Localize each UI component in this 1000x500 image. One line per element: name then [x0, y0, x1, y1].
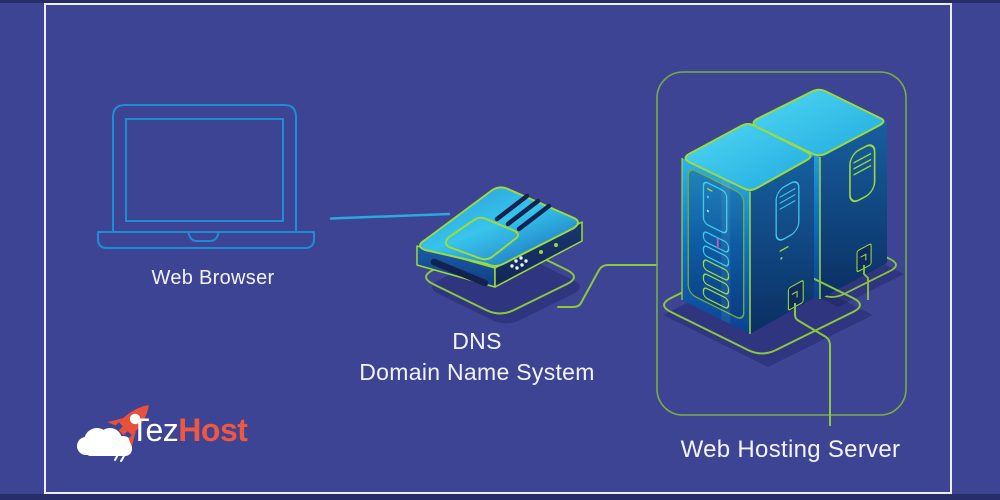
- front-server-tower: [681, 123, 831, 426]
- web-hosting-server-label: Web Hosting Server: [680, 436, 901, 463]
- laptop-base: [97, 231, 315, 249]
- brand-name-second: Host: [178, 412, 248, 448]
- front-left-details: [687, 169, 745, 325]
- dns-status-led: [554, 243, 558, 247]
- dns-disk-slot: [430, 258, 489, 287]
- top-edge-strip: [0, 0, 1000, 3]
- front-top-face: [684, 123, 812, 191]
- cloud-icon: [77, 428, 132, 456]
- frame-border: [44, 3, 952, 494]
- dns-label-line1: DNS: [452, 328, 502, 354]
- dns-status-led: [539, 250, 543, 254]
- laptop-screen: [125, 118, 284, 222]
- dns-led-dots: [510, 256, 528, 270]
- front-right-details: [775, 181, 804, 311]
- dns-label-line2: Domain Name System: [359, 359, 595, 385]
- dns-label: DNS Domain Name System: [317, 326, 637, 388]
- web-browser-label: Web Browser: [151, 267, 275, 289]
- brand-name-first: Tez: [130, 412, 179, 448]
- laptop-icon: [97, 104, 315, 249]
- back-server-cable: [863, 265, 869, 300]
- connector-dns-server: [557, 264, 658, 308]
- front-server-cable: [794, 303, 831, 426]
- dns-screen-panel: [445, 216, 519, 261]
- tezhost-logo-mark: [77, 405, 149, 462]
- server-towers-icon: [663, 88, 904, 426]
- dns-top-face: [419, 186, 579, 267]
- front-left-face: [682, 158, 750, 334]
- connector-browser-dns: [329, 212, 451, 220]
- server-container-border: [656, 71, 907, 416]
- rocket-exhaust-lines: [108, 442, 127, 462]
- dns-router-icon: [416, 186, 583, 324]
- dns-vents: [494, 193, 552, 232]
- bottom-edge-strip: [0, 494, 1000, 500]
- rocket-icon: [107, 405, 149, 447]
- tezhost-logo-text: TezHost: [130, 412, 248, 449]
